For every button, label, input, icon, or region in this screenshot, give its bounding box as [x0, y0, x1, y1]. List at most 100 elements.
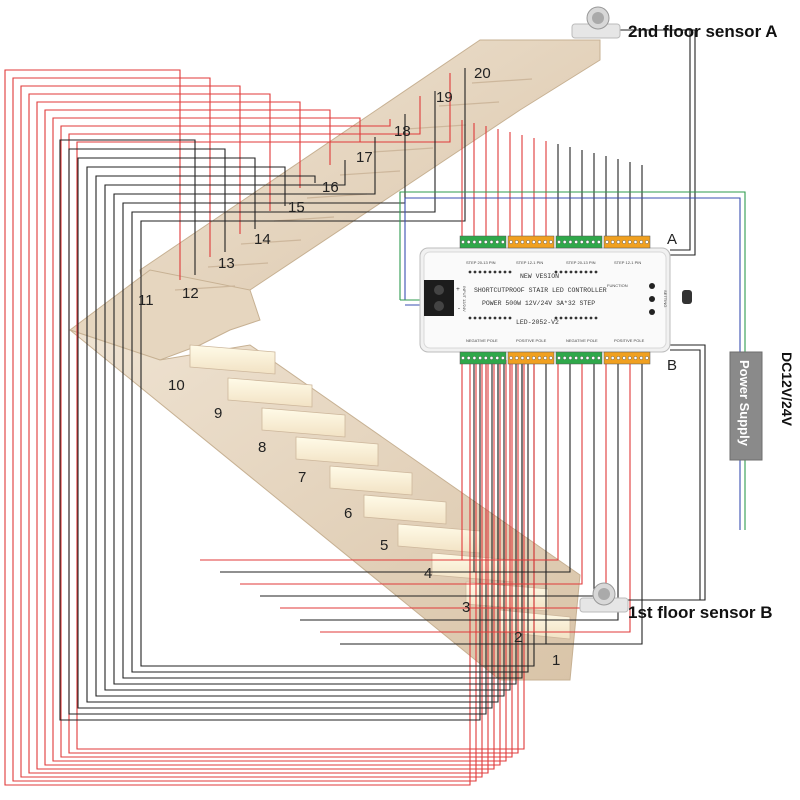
terminal-screw	[495, 240, 500, 244]
bottom-terminal-blocks	[459, 351, 651, 365]
setting-button[interactable]	[682, 290, 692, 304]
pin	[473, 316, 477, 320]
terminal-screw	[526, 356, 530, 360]
minus-sign: -	[457, 305, 461, 312]
step-number-12: 12	[182, 285, 199, 302]
upper-tread-edge	[405, 124, 467, 130]
pin	[493, 316, 497, 320]
terminal-screw	[489, 240, 494, 244]
controller-line2: SHORTCUTPROOF STAIR LED CONTROLLER	[474, 287, 607, 294]
step-number-14: 14	[254, 231, 271, 248]
wire	[95, 175, 505, 697]
terminal-screw	[591, 240, 596, 244]
step-number-19: 19	[436, 89, 453, 106]
terminal-screw	[622, 240, 626, 244]
terminal-screw	[526, 240, 530, 244]
terminal-screw	[574, 240, 578, 244]
input-voltage-label: INPUT 12/24V	[462, 286, 467, 312]
function-button-2[interactable]	[649, 296, 655, 302]
port-b-label: B	[667, 357, 677, 374]
pin	[483, 270, 487, 274]
plus-sign: +	[456, 286, 460, 293]
upper-tread-edge	[240, 239, 302, 245]
terminal-block[interactable]	[555, 235, 603, 249]
bottom-group-label-2: POSITIVE POLE	[516, 338, 547, 343]
terminal-block[interactable]	[603, 351, 651, 365]
step-number-13: 13	[218, 255, 235, 272]
wire	[500, 364, 643, 645]
lower-tread	[295, 436, 379, 467]
wire	[68, 148, 487, 715]
terminal-screw	[557, 356, 561, 360]
pin	[589, 270, 593, 274]
upper-tread-edge	[339, 170, 401, 176]
upper-tread-edge	[306, 193, 368, 199]
terminal-screw	[514, 240, 519, 244]
wire	[460, 364, 619, 621]
terminal-screw	[478, 240, 482, 244]
terminal-block[interactable]	[555, 351, 603, 365]
terminal-screw	[509, 356, 513, 360]
lower-tread	[363, 494, 447, 525]
pin	[554, 270, 558, 274]
upper-tread-edge	[471, 78, 533, 84]
pin	[483, 316, 487, 320]
lower-tread	[189, 344, 276, 375]
wire	[104, 160, 511, 691]
terminal-screw	[543, 356, 548, 360]
step-number-16: 16	[322, 179, 339, 196]
terminal-screw	[633, 240, 638, 244]
step-number-6: 6	[344, 505, 352, 522]
pin	[478, 270, 482, 274]
terminal-screw	[489, 356, 494, 360]
terminal-screw	[580, 356, 584, 360]
terminal-screw	[562, 240, 567, 244]
power-supply-label: Power Supply	[737, 360, 752, 447]
wire	[52, 117, 507, 762]
step-number-10: 10	[168, 377, 185, 394]
step-number-17: 17	[356, 149, 373, 166]
wire	[12, 77, 477, 782]
terminal-screw	[568, 240, 573, 244]
sensor-b: 1st floor sensor B	[579, 582, 773, 622]
terminal-screw	[537, 356, 542, 360]
wire	[113, 137, 517, 685]
pin	[569, 270, 573, 274]
power-supply-voltage: DC12V/24V	[779, 352, 795, 427]
terminal-screw	[645, 240, 649, 244]
terminal-screw	[483, 240, 488, 244]
pin	[468, 316, 472, 320]
terminal-block[interactable]	[507, 351, 555, 365]
terminal-screw	[520, 356, 525, 360]
step-number-20: 20	[474, 65, 491, 82]
wire	[480, 364, 631, 633]
terminal-screw	[605, 356, 609, 360]
pin	[594, 270, 598, 274]
wire	[360, 364, 559, 561]
terminal-block[interactable]	[603, 235, 651, 249]
terminal-block[interactable]	[459, 235, 507, 249]
terminal-screw	[605, 240, 609, 244]
upper-tread-edge	[438, 101, 500, 107]
terminal-screw	[549, 356, 553, 360]
terminal-screw	[628, 356, 632, 360]
function-button-1[interactable]	[649, 283, 655, 289]
terminal-screw	[610, 356, 615, 360]
sensor-a-label: 2nd floor sensor A	[628, 22, 778, 41]
pin	[569, 316, 573, 320]
pin	[564, 316, 568, 320]
pin	[468, 270, 472, 274]
terminal-block[interactable]	[507, 235, 555, 249]
function-button-3[interactable]	[649, 309, 655, 315]
terminal-screw	[591, 356, 596, 360]
terminal-screw	[466, 356, 471, 360]
step-number-4: 4	[424, 565, 432, 582]
terminal-screw	[461, 240, 465, 244]
terminal-screw	[633, 356, 638, 360]
top-terminal-blocks	[459, 235, 651, 249]
step-number-9: 9	[214, 405, 222, 422]
pin	[559, 270, 563, 274]
terminal-screw	[472, 356, 477, 360]
terminal-block[interactable]	[459, 351, 507, 365]
